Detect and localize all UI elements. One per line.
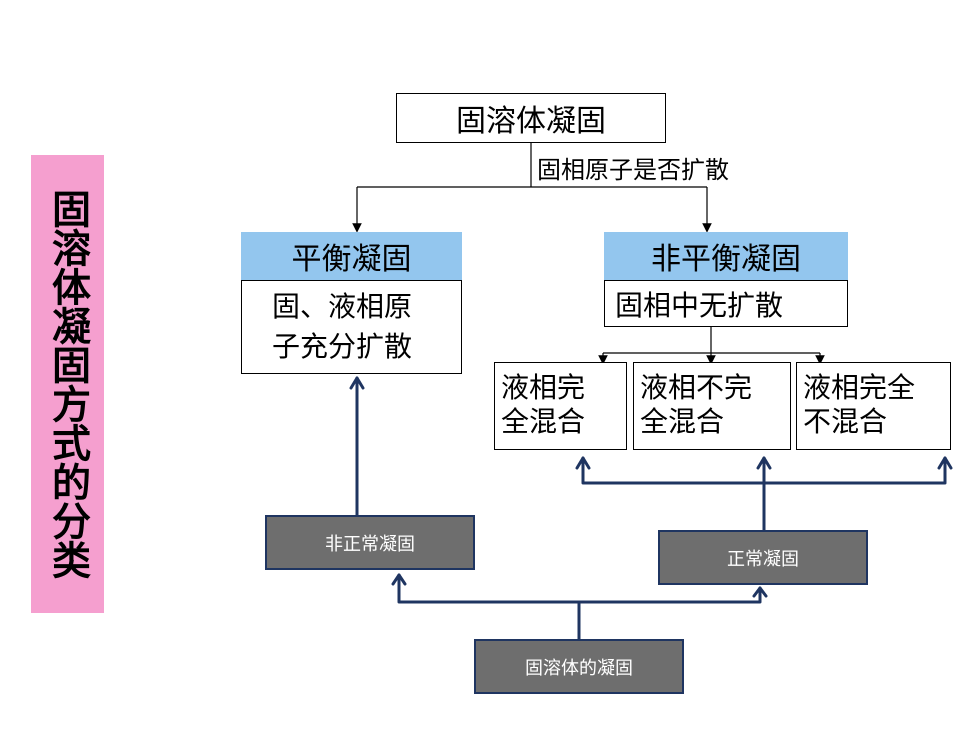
arrowhead-equilibrium xyxy=(349,376,365,390)
abnormal-solidification-box: 非正常凝固 xyxy=(265,515,475,570)
solid-solution-solidification-box: 固溶体的凝固 xyxy=(474,639,684,694)
root-node-label: 固溶体凝固 xyxy=(456,104,606,139)
arrowhead-case1 xyxy=(575,456,591,470)
equilibrium-desc-line2: 子充分扩散 xyxy=(272,330,413,363)
arrowhead-case2 xyxy=(756,456,772,470)
case-full-mixing: 液相完 全混合 xyxy=(494,362,627,450)
side-title: 固溶体凝固方式的分类 xyxy=(45,189,91,579)
case-partial-mixing: 液相不完 全混合 xyxy=(633,362,791,450)
arrowhead-normal xyxy=(752,586,768,598)
root-node: 固溶体凝固 xyxy=(396,93,666,143)
case-line2: 不混合 xyxy=(803,405,888,438)
base-bracket xyxy=(397,573,762,604)
nonequilibrium-description: 固相中无扩散 xyxy=(604,280,848,327)
case-no-mixing: 液相完全 不混合 xyxy=(796,362,951,450)
arrowhead-abnormal xyxy=(391,573,407,586)
case-line1: 液相完 xyxy=(501,371,586,404)
equilibrium-header: 平衡凝固 xyxy=(241,232,462,280)
nonequilibrium-header: 非平衡凝固 xyxy=(604,232,848,280)
normal-label: 正常凝固 xyxy=(727,548,799,570)
case-line2: 全混合 xyxy=(640,405,725,438)
equilibrium-description: 固、液相原 子充分扩散 xyxy=(241,280,462,374)
nonequilibrium-title: 非平衡凝固 xyxy=(651,242,801,277)
base-label: 固溶体的凝固 xyxy=(525,657,633,679)
side-title-panel: 固溶体凝固方式的分类 xyxy=(31,155,104,613)
case-line1: 液相不完 xyxy=(640,371,753,404)
equilibrium-title: 平衡凝固 xyxy=(291,242,412,277)
normal-bracket xyxy=(581,456,947,485)
case-line2: 全混合 xyxy=(501,405,586,438)
normal-solidification-box: 正常凝固 xyxy=(658,530,868,585)
case-line1: 液相完全 xyxy=(803,371,916,404)
arrowhead-case3 xyxy=(937,456,953,470)
nonequilibrium-desc: 固相中无扩散 xyxy=(615,288,784,322)
branch-criterion-label: 固相原子是否扩散 xyxy=(537,156,729,184)
equilibrium-desc-line1: 固、液相原 xyxy=(272,290,413,323)
abnormal-label: 非正常凝固 xyxy=(325,533,415,555)
